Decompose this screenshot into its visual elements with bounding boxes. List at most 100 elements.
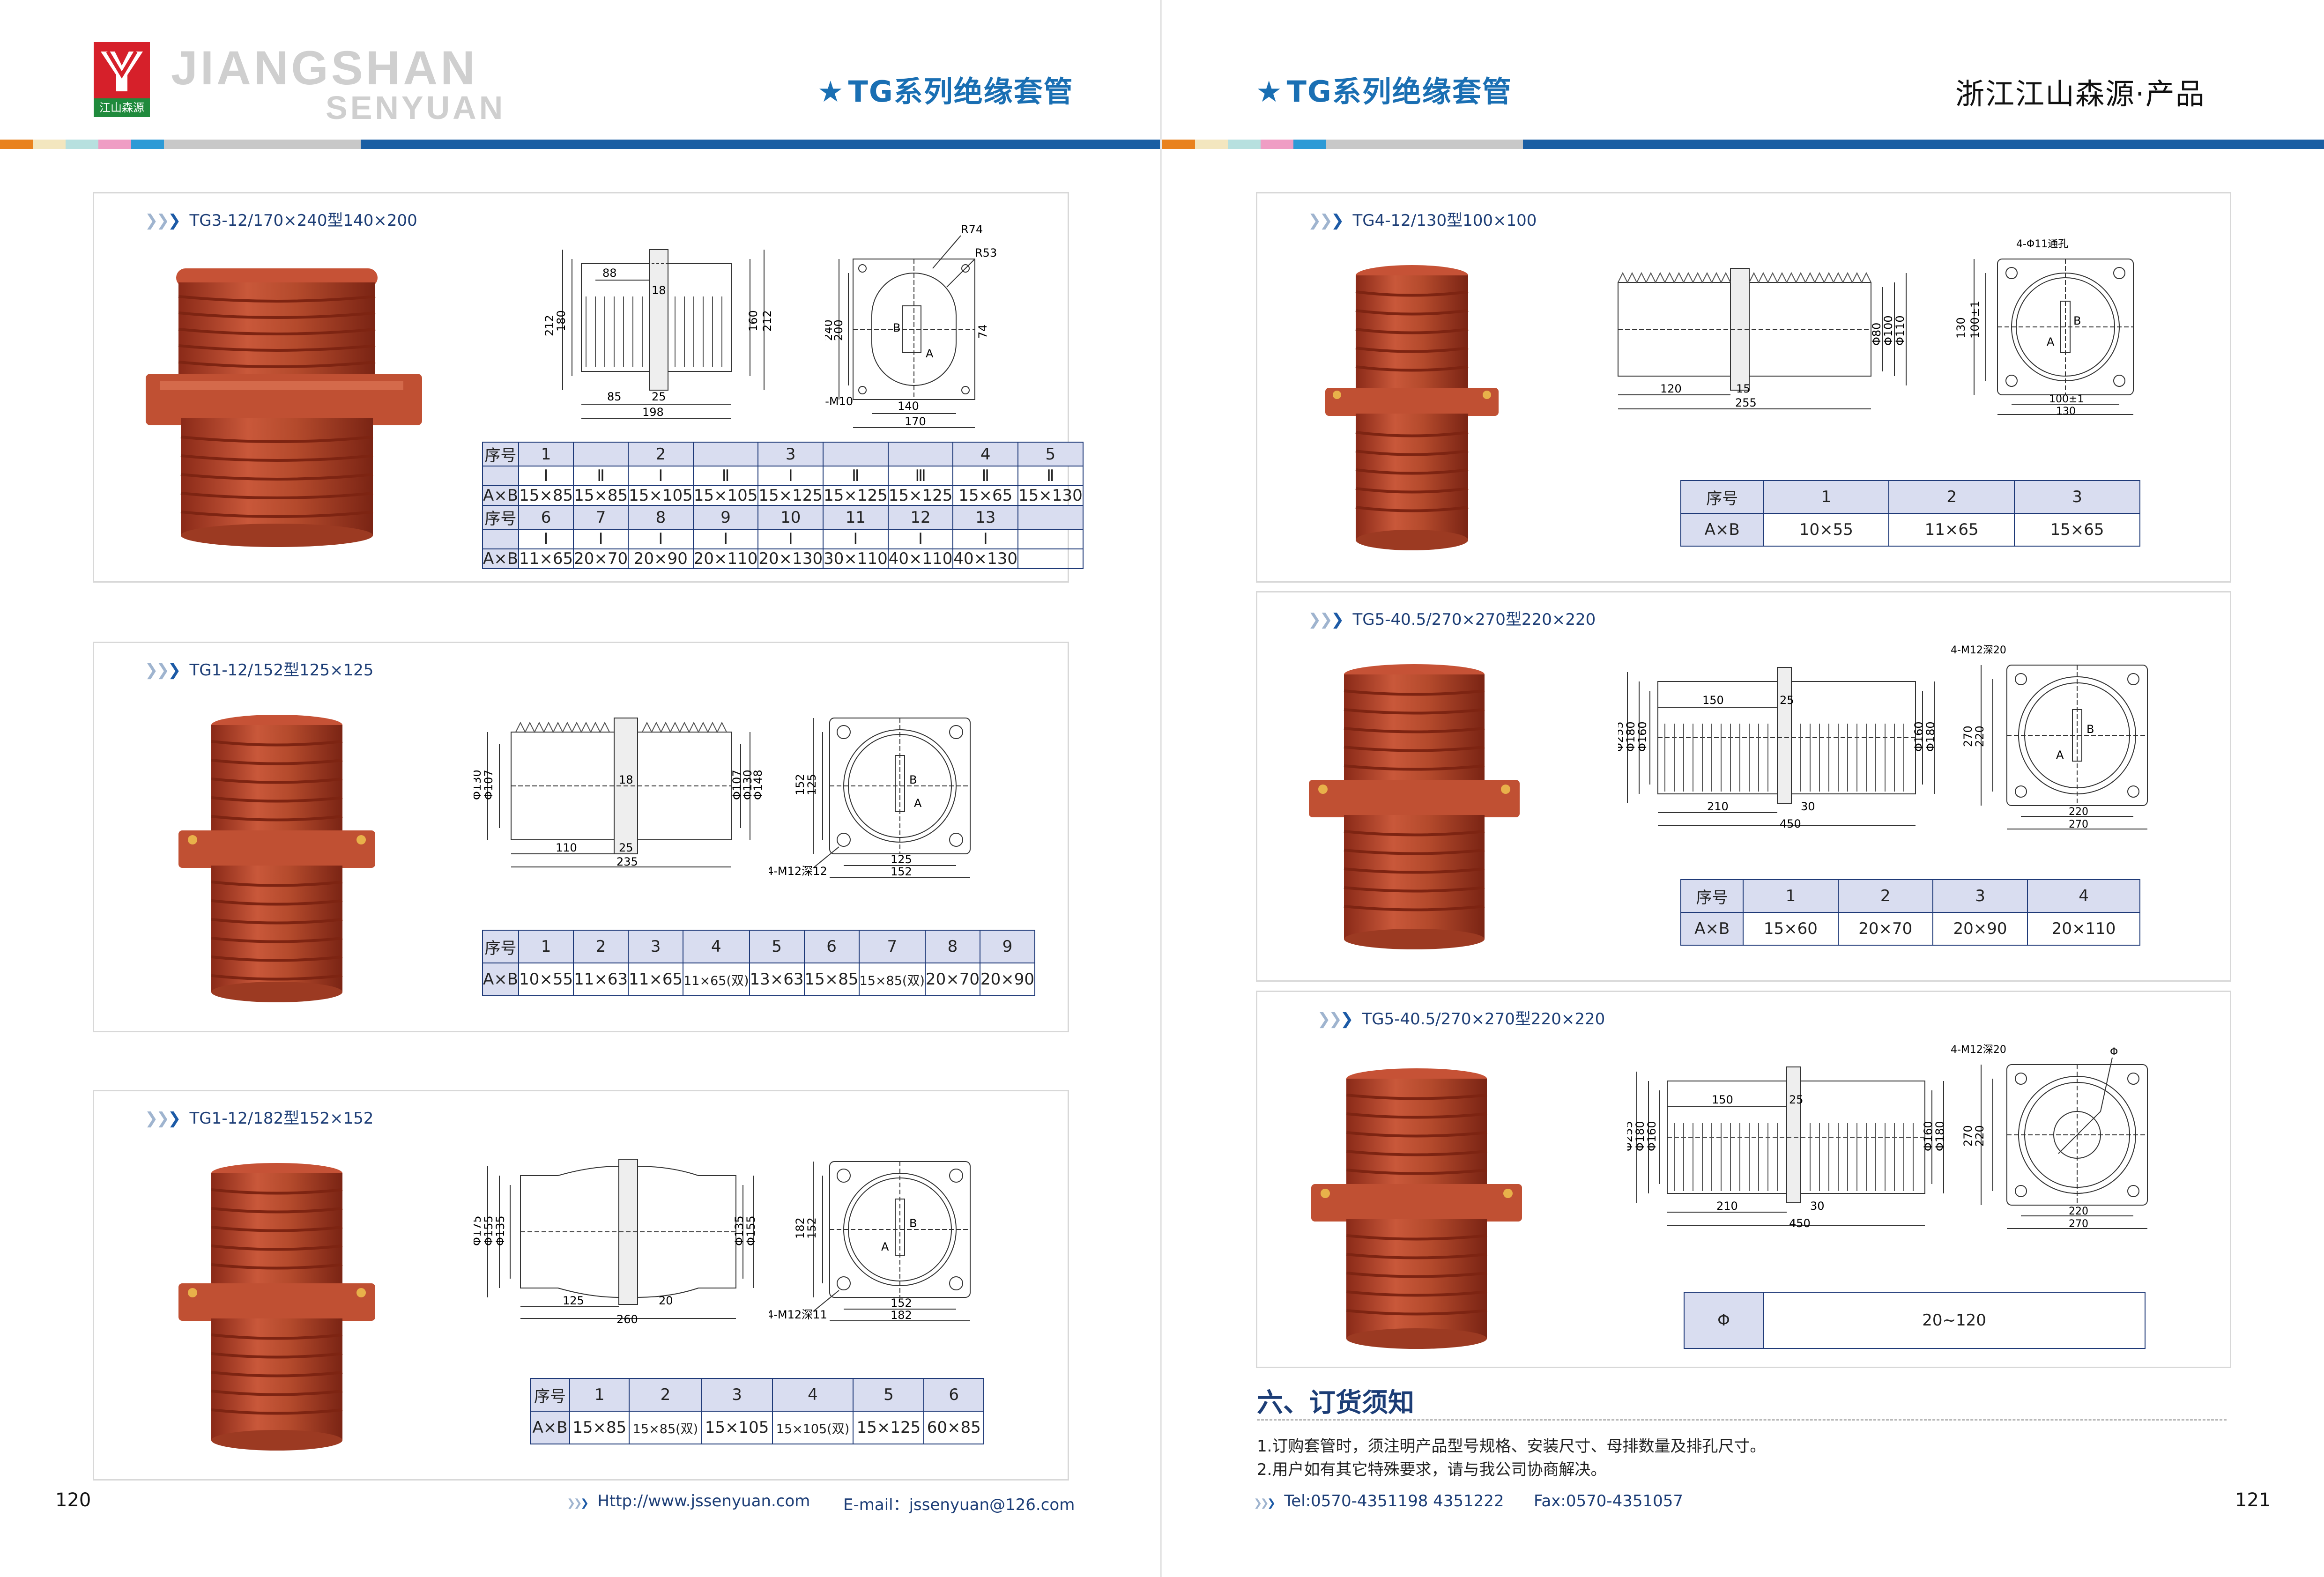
dim-label: 25 [652, 390, 666, 403]
dim-label: Φ [2110, 1046, 2118, 1058]
table-cell: 11×65 [1888, 513, 2015, 547]
right-page: ★TG系列绝缘套管 浙江江山森源·产品 ❯❯❯TG4-12/130型100×10… [1162, 0, 2324, 1577]
dim-label: 152 [805, 1217, 818, 1239]
table-cell: 20×70 [573, 548, 629, 569]
arrows-icon: ❯❯❯ [1254, 1497, 1276, 1509]
dim-label: B [2073, 314, 2081, 327]
company-name: 浙江江山森源·产品 [1955, 77, 2205, 111]
dim-label: 220 [2069, 1206, 2088, 1217]
color-stripe [1162, 140, 2324, 149]
table-cell: 1 [1743, 879, 1839, 913]
table-cell: 40×110 [887, 548, 954, 569]
table-cell: Ⅰ [628, 466, 694, 486]
table-cell [482, 466, 520, 486]
dim-label: A [2047, 335, 2055, 348]
top-view-drawing: 4-Φ11通孔 130 100±1 B A 100±1 130 [1954, 238, 2134, 417]
table-cell: 1 [1763, 480, 1890, 514]
dim-label: 130 [1954, 317, 1968, 339]
table-cell: 11×65 [628, 962, 684, 996]
footer-tel: Tel:0570-4351198 4351222 [1284, 1492, 1504, 1510]
header-title: ★TG系列绝缘套管 [1256, 68, 1512, 110]
dim-label: Φ160 [1645, 1121, 1658, 1151]
dim-label: A [926, 347, 934, 360]
product-panel-tg4: ❯❯❯TG4-12/130型100×100 [1256, 192, 2231, 583]
table-cell: 2 [629, 1378, 702, 1412]
dim-label: 182 [794, 1217, 807, 1239]
table-cell: Ⅱ [573, 466, 629, 486]
dim-label: B [2086, 723, 2094, 736]
table-cell: 15×85 [803, 962, 860, 996]
table-cell: Ⅲ [887, 466, 954, 486]
table-cell: 15×130 [1017, 485, 1084, 506]
table-cell: Ⅰ [757, 466, 824, 486]
arrows-icon: ❯❯❯ [1308, 610, 1344, 629]
table-cell: 2 [1837, 879, 1933, 913]
table-cell: A×B [482, 962, 520, 996]
table-cell: 4 [772, 1378, 854, 1412]
table-cell: 11×65 [518, 548, 574, 569]
table-cell: 15×105(双) [772, 1411, 854, 1444]
arrows-icon: ❯❯❯ [145, 661, 181, 680]
product-panel-tg1-152: ❯❯❯TG1-12/152型125×125 [93, 642, 1069, 1032]
dim-label: 212 [761, 310, 774, 332]
table-cell: 15×125 [823, 485, 889, 506]
dim-label: 160 [747, 310, 760, 332]
dim-label: Φ135 [494, 1215, 507, 1246]
page-number: 120 [55, 1489, 91, 1511]
table-cell: 15×85 [573, 485, 629, 506]
table-cell [692, 442, 759, 466]
dim-label: Φ255 [1618, 721, 1626, 752]
table-cell: 30×110 [823, 548, 889, 569]
page-number: 121 [2235, 1489, 2271, 1511]
notice-title: 六、订货须知 [1257, 1388, 1414, 1418]
dim-label: 125 [805, 774, 818, 795]
dim-label: 152 [794, 774, 807, 795]
dim-label: R53 [975, 246, 997, 259]
table-cell: 2 [628, 442, 694, 466]
dim-label: 170 [905, 415, 926, 428]
panel-title: ❯❯❯TG1-12/152型125×125 [145, 661, 374, 680]
table-cell: 序号 [1680, 480, 1764, 514]
table-cell: 15×85(双) [629, 1411, 702, 1444]
dim-label: Φ180 [1924, 721, 1937, 752]
table-cell: Ⅰ [628, 529, 694, 549]
panel-title: ❯❯❯TG4-12/130型100×100 [1308, 211, 1537, 230]
footer-url-line: ❯❯❯ Http://www.jssenyuan.com [567, 1492, 810, 1510]
side-view-drawing: Φ255 Φ180 Φ160 150 25 Φ160 Φ180 210 30 4… [1627, 1066, 1946, 1230]
table-cell: 20×110 [692, 548, 759, 569]
table-cell: 5 [749, 930, 805, 963]
panel-title: ❯❯❯TG5-40.5/270×270型220×220 [1308, 610, 1596, 629]
dim-label: R74 [961, 223, 983, 236]
header-title: ★TG系列绝缘套管 [817, 68, 1074, 110]
product-photo-tg1-152 [178, 715, 375, 1002]
table-cell: 15×125 [757, 485, 824, 506]
table-cell: 1 [569, 1378, 630, 1412]
footer-url[interactable]: Http://www.jssenyuan.com [597, 1492, 810, 1510]
table-cell: 2 [1888, 480, 2015, 514]
dim-label: Φ155 [744, 1215, 757, 1246]
notice-line-2: 2.用户如有其它特殊要求，请与我公司协商解决。 [1257, 1460, 1607, 1479]
dim-label: Φ80 [1870, 323, 1883, 346]
arrows-icon: ❯❯❯ [567, 1497, 589, 1509]
table-cell: 20×110 [2027, 912, 2140, 946]
footer-email[interactable]: E-mail：jssenyuan@126.com [843, 1496, 1075, 1514]
table-cell: 12 [887, 505, 954, 530]
table-cell: 15×85(双) [858, 962, 926, 996]
table-cell: 9 [979, 930, 1036, 963]
dim-label: 4-M12深20 [1951, 1044, 2006, 1056]
arrows-icon: ❯❯❯ [1308, 211, 1344, 230]
dim-label: Φ135 [733, 1215, 746, 1246]
dim-label: 110 [556, 841, 577, 854]
table-cell: 10×55 [518, 962, 574, 996]
